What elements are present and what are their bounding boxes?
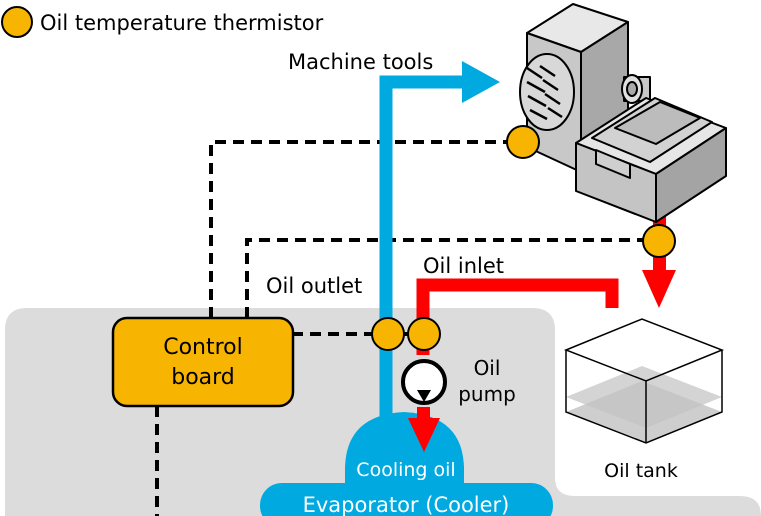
oil-pump: [401, 359, 447, 405]
spindle: [621, 74, 651, 104]
thermistor-oil-outlet: [371, 317, 405, 351]
oil-tank-illustration: [563, 318, 725, 444]
control-board-label-line1: Control: [163, 335, 243, 360]
oil-outlet-label: Oil outlet: [266, 274, 362, 298]
legend-label: Oil temperature thermistor: [40, 11, 324, 35]
evaporator: [260, 412, 553, 516]
machine-tool-illustration: [519, 3, 727, 223]
legend-thermistor-icon: [1, 6, 33, 38]
machine-tools-label: Machine tools: [288, 50, 433, 74]
legend: Oil temperature thermistor: [1, 6, 324, 38]
oil-pump-label-line2: pump: [458, 382, 516, 406]
oil-pump-label-line1: Oil: [474, 356, 501, 380]
evaporator-label: Evaporator (Cooler): [303, 493, 510, 516]
thermistors: [371, 125, 676, 351]
control-board-label-line2: board: [171, 365, 235, 390]
signal-line-machine: [209, 140, 516, 318]
oil-tank-label: Oil tank: [604, 460, 678, 482]
cooling-oil-label: Cooling oil: [356, 459, 455, 481]
oil-inlet-label: Oil inlet: [423, 254, 504, 278]
control-board-box: [111, 316, 295, 408]
thermistor-oil-inlet: [407, 317, 441, 351]
thermistor-tank-return: [642, 224, 676, 258]
signal-line-tank-return: [245, 238, 650, 318]
thermistor-machine: [506, 125, 540, 159]
signal-lines: [155, 140, 650, 516]
